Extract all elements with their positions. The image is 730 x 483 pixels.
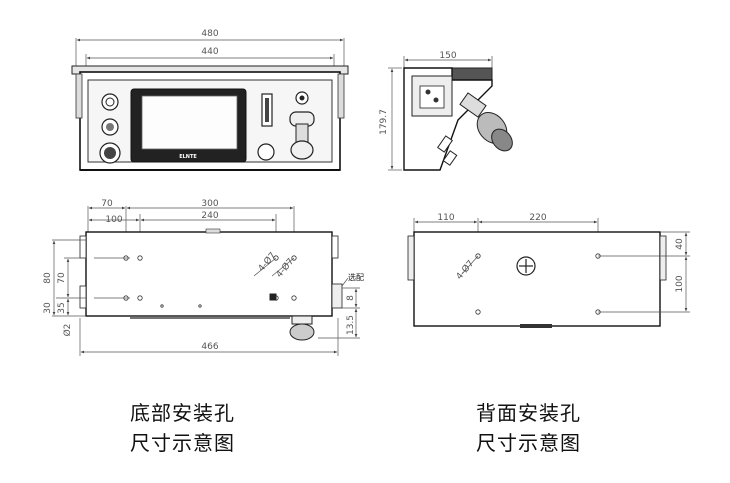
dim-240-label: 240 (201, 211, 218, 221)
dim-300-label: 300 (201, 199, 218, 209)
right-bracket (337, 73, 345, 119)
dim-100-right-label: 100 (675, 275, 685, 292)
screen-brand: ELNTE (179, 154, 197, 160)
bottom-nozzle (269, 293, 315, 341)
touch-screen (141, 95, 238, 150)
left-bracket (75, 73, 83, 119)
bottom-caption: 底部安装孔 尺寸示意图 (130, 398, 235, 458)
dim-13-5-label: 13.5 (346, 315, 356, 335)
optional-bracket (331, 283, 343, 309)
dim-70-top-label: 70 (101, 199, 113, 209)
lamp-1 (101, 93, 119, 111)
side-view: 150 179.7 (379, 51, 513, 171)
dim-179-7-label: 179.7 (379, 109, 389, 135)
dim-179-7 (388, 67, 402, 171)
nozzle-holder (289, 91, 315, 160)
round-button (257, 143, 275, 161)
dim-110-label: 110 (437, 213, 454, 223)
dim-100-label: 100 (105, 215, 122, 225)
back-caption-line2: 尺寸示意图 (476, 431, 581, 455)
dim-70-left-label: 70 (57, 272, 67, 284)
dim-35-label: 35 (57, 302, 67, 313)
dim-40-label: 40 (675, 238, 685, 250)
dim-80-label: 80 (43, 272, 53, 284)
dim-8-label: 8 (346, 295, 356, 301)
dim-150-label: 150 (439, 51, 456, 61)
dim-466-label: 466 (201, 342, 218, 352)
back-view: 110 220 4-Ø7 40 100 (407, 213, 690, 328)
dim-150 (403, 56, 493, 68)
back-caption-line1: 背面安装孔 (476, 401, 581, 425)
side-top-bracket (451, 67, 493, 81)
side-nozzle (437, 92, 513, 166)
dim-440-label: 440 (201, 47, 218, 57)
front-view: 480 440 ELNTE (71, 29, 349, 171)
cable-gland (516, 256, 536, 276)
dim-480 (75, 38, 345, 66)
back-caption: 背面安装孔 尺寸示意图 (476, 398, 581, 458)
dim-220-label: 220 (529, 213, 546, 223)
dim-480-label: 480 (201, 29, 218, 39)
bottom-caption-line2: 尺寸示意图 (130, 431, 235, 455)
bottom-caption-line1: 底部安装孔 (130, 401, 235, 425)
bottom-view: 70 300 100 240 4-Ø7 (43, 199, 364, 356)
indicator-lamps (99, 93, 121, 164)
bottom-housing (85, 231, 333, 317)
option-label: 选配 (348, 272, 364, 282)
dim-30-label: 30 (43, 302, 53, 314)
hole-dia-label: Ø2 (62, 324, 73, 337)
